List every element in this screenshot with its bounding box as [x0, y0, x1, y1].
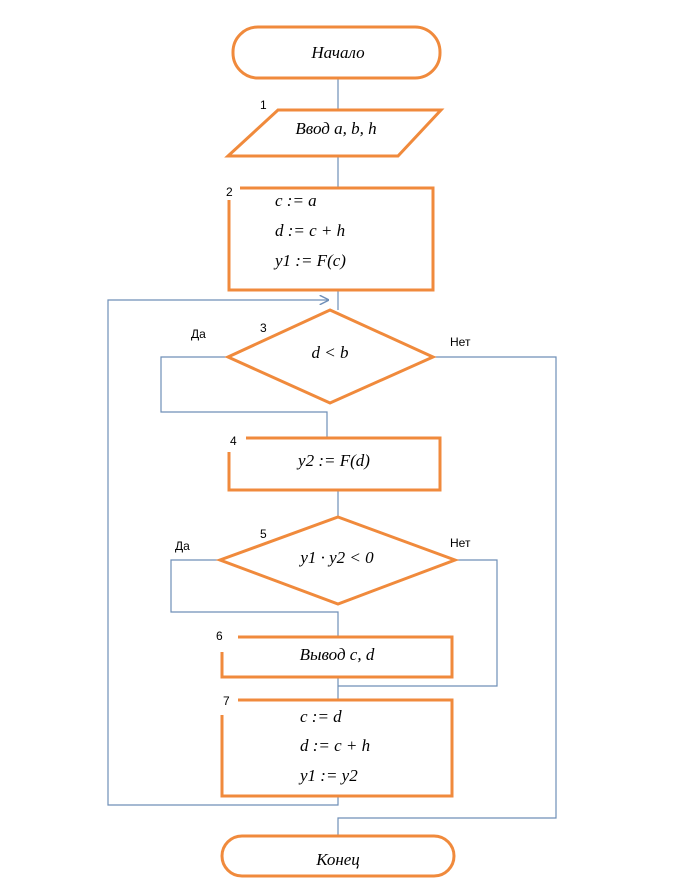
block-7-line-1: c := d: [300, 707, 342, 726]
start-terminal: [231, 25, 442, 80]
decision-5-condition: y1 · y2 < 0: [298, 548, 374, 567]
connectors: [107, 78, 557, 836]
connector-3-no-to-end: [337, 356, 557, 836]
connector-3-yes-to-4: [160, 356, 328, 438]
block-4-number: 4: [230, 434, 237, 448]
block-2-line-1: c := a: [275, 191, 317, 210]
input-block: [224, 108, 445, 158]
start-label: Начало: [310, 43, 364, 62]
connector-5-no-to-7: [338, 559, 498, 687]
block-7-line-2: d := c + h: [300, 736, 370, 755]
block-7-line-3: y1 := y2: [298, 766, 358, 785]
input-block-text: Ввод a, b, h: [295, 119, 376, 138]
decision-5-no-label: Нет: [450, 536, 471, 550]
output-block-text: Вывод c, d: [300, 645, 375, 664]
block-2-line-3: y1 := F(c): [273, 251, 346, 270]
decision-3-condition: d < b: [312, 343, 349, 362]
block-3-number: 3: [260, 321, 267, 335]
block-4-text: y2 := F(d): [296, 451, 370, 470]
process-block-2: [227, 186, 435, 292]
process-block-4: [227, 436, 442, 492]
process-block-7: [220, 698, 454, 798]
block-7-number: 7: [223, 694, 230, 708]
block-2-number: 2: [226, 185, 233, 199]
decision-3-no-label: Нет: [450, 335, 471, 349]
decision-5-yes-label: Да: [175, 539, 190, 553]
block-6-number: 6: [216, 629, 223, 643]
block-2-line-2: d := c + h: [275, 221, 345, 240]
block-1-number: 1: [260, 98, 267, 112]
decision-block-5: [215, 515, 460, 606]
end-terminal: [220, 834, 456, 878]
block-5-number: 5: [260, 527, 267, 541]
loop-back-connector: [107, 300, 339, 806]
connector-5-yes-to-6: [170, 559, 339, 637]
decision-3-yes-label: Да: [191, 327, 206, 341]
output-block: [220, 635, 454, 679]
decision-block-3: [224, 308, 437, 405]
end-label: Конец: [315, 850, 360, 869]
